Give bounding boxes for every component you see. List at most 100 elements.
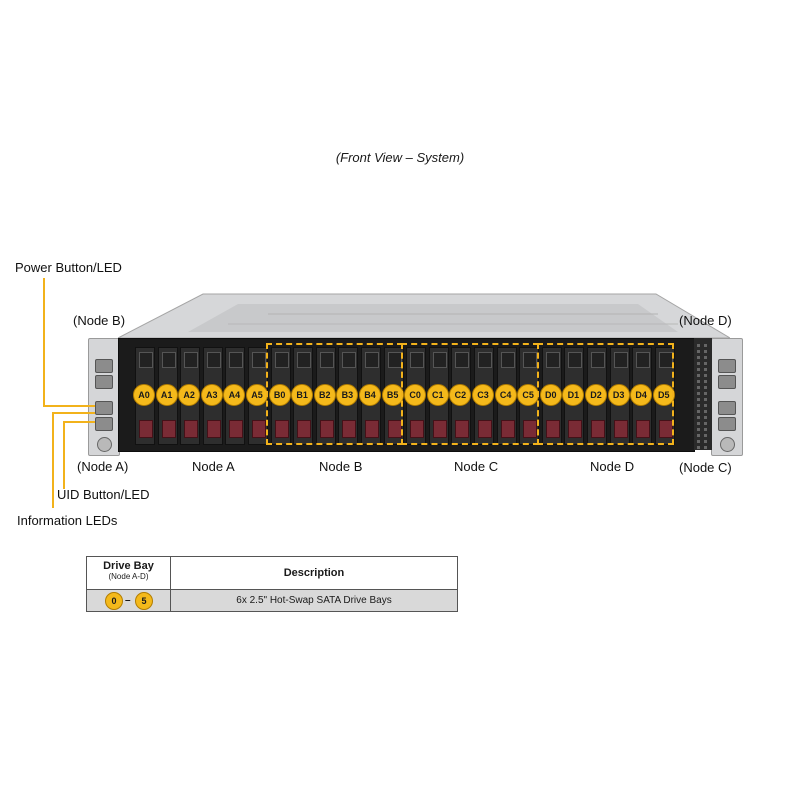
drive-activity-led (387, 420, 402, 438)
drive-activity-led (319, 420, 334, 438)
drive-activity-led (274, 420, 289, 438)
bay-badge-b1: B1 (291, 384, 314, 406)
bay-badge-a1: A1 (155, 384, 178, 406)
vent-hole (704, 404, 707, 407)
drive-latch-icon (139, 352, 153, 368)
vent-hole (697, 446, 700, 449)
node-c-power-button[interactable] (718, 401, 736, 415)
vent-hole (697, 392, 700, 395)
vent-hole (704, 362, 707, 365)
vent-hole (704, 410, 707, 413)
bay-start-badge: 0 (105, 592, 123, 610)
node-a-power-button[interactable] (95, 401, 113, 415)
node-b-uid-button[interactable] (95, 375, 113, 389)
table-row-bay-range: 0 – 5 (87, 590, 171, 611)
bay-badge-d4: D4 (630, 384, 653, 406)
drive-latch-icon (455, 352, 470, 368)
bay-range-separator: – (125, 595, 131, 606)
bay-badge-b0: B0 (268, 384, 291, 406)
drive-bay-title: Drive Bay (103, 560, 154, 572)
drive-activity-led (365, 420, 379, 438)
power-callout-line (43, 278, 45, 406)
uid-callout-label: UID Button/LED (57, 487, 150, 502)
node-d-power-button[interactable] (718, 359, 736, 373)
node-b-power-button[interactable] (95, 359, 113, 373)
drive-latch-icon (297, 352, 312, 368)
vent-hole (704, 398, 707, 401)
drive-latch-icon (274, 352, 289, 368)
vent-hole (704, 428, 707, 431)
node-c-label: Node C (454, 459, 499, 474)
node-c-uid-button[interactable] (718, 417, 736, 431)
chassis-top (118, 293, 730, 339)
vent-hole (697, 404, 700, 407)
bay-badge-b2: B2 (313, 384, 336, 406)
drive-latch-icon (500, 352, 515, 368)
node-a-uid-button[interactable] (95, 417, 113, 431)
drive-activity-led (478, 420, 492, 438)
drive-latch-icon (613, 352, 628, 368)
drive-latch-icon (229, 352, 244, 368)
drive-bay-subtitle: (Node A-D) (108, 572, 149, 581)
bay-badge-b3: B3 (336, 384, 359, 406)
bay-end-badge: 5 (135, 592, 153, 610)
power-callout-leader (43, 405, 95, 407)
bay-badge-b4: B4 (359, 384, 381, 406)
node-b-corner-label: (Node B) (73, 313, 126, 328)
bay-badge-d1: D1 (562, 384, 585, 406)
vent-hole (704, 440, 707, 443)
info-callout-label: Information LEDs (17, 513, 118, 528)
table-header-description: Description (171, 557, 457, 590)
info-callout-line (52, 412, 54, 508)
drive-activity-led (252, 420, 266, 438)
drive-activity-led (455, 420, 470, 438)
vent-hole (697, 416, 700, 419)
vent-hole (697, 368, 700, 371)
drive-activity-led (410, 420, 425, 438)
bay-badge-c3: C3 (472, 384, 494, 406)
vent-hole (697, 428, 700, 431)
uid-callout-line (63, 421, 65, 489)
drive-activity-led (206, 420, 221, 438)
node-c-bay-group (401, 343, 539, 445)
right-vent-frame (694, 338, 712, 450)
power-callout-label: Power Button/LED (15, 260, 122, 275)
drive-activity-led (613, 420, 628, 438)
drive-latch-icon (658, 352, 673, 368)
bay-badge-c4: C4 (494, 384, 517, 406)
vent-hole (697, 434, 700, 437)
node-d-bay-group (536, 343, 675, 445)
drive-activity-led (229, 420, 244, 438)
vent-hole (704, 368, 707, 371)
node-b-bay-group (265, 343, 404, 445)
vent-hole (704, 446, 707, 449)
vent-hole (697, 350, 700, 353)
table-header-drive-bay: Drive Bay (Node A-D) (87, 557, 171, 590)
vent-hole (697, 362, 700, 365)
vent-hole (704, 374, 707, 377)
bay-badge-d3: D3 (607, 384, 630, 406)
drive-activity-led (523, 420, 538, 438)
node-c-corner-label: (Node C) (679, 460, 732, 475)
drive-latch-icon (161, 352, 176, 368)
node-b-label: Node B (319, 459, 363, 474)
bay-badge-a5: A5 (246, 384, 268, 406)
node-d-uid-button[interactable] (718, 375, 736, 389)
drive-activity-led (568, 420, 583, 438)
right-control-ear (711, 338, 743, 456)
info-callout-leader (52, 412, 95, 414)
vent-hole (704, 422, 707, 425)
bay-badge-a3: A3 (200, 384, 223, 406)
bay-badge-a4: A4 (223, 384, 246, 406)
right-thumbscrew-icon (720, 437, 735, 452)
node-a-corner-label: (Node A) (77, 459, 129, 474)
node-d-corner-label: (Node D) (679, 313, 732, 328)
drive-activity-led (545, 420, 560, 438)
drive-latch-icon (636, 352, 651, 368)
node-a-label: Node A (192, 459, 235, 474)
drive-latch-icon (478, 352, 492, 368)
vent-hole (697, 386, 700, 389)
figure-caption: (Front View – System) (335, 150, 465, 165)
table-row-description: 6x 2.5" Hot-Swap SATA Drive Bays (171, 590, 457, 611)
left-control-ear (88, 338, 120, 456)
